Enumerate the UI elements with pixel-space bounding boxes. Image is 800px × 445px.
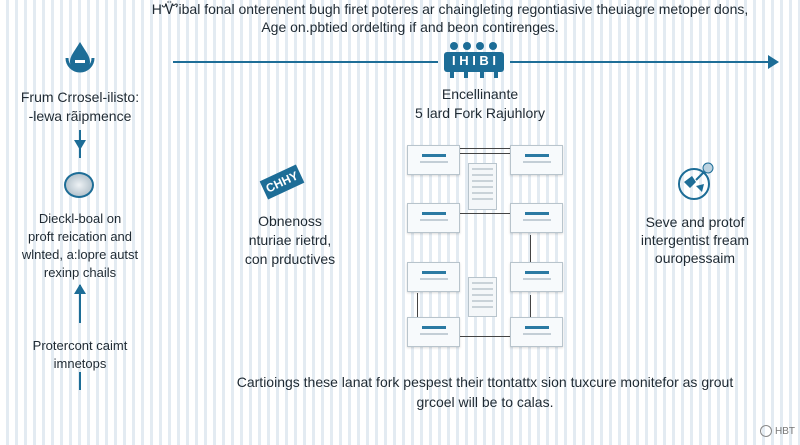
footer-line1: Cartioings these lanat fork pespest thei… [236, 374, 734, 390]
globe-icon [64, 172, 94, 198]
data-panel [468, 277, 497, 317]
timeline-right [510, 61, 772, 63]
step1-line1: Frum Crrosel-ilisto: [20, 89, 140, 105]
people-group-icon: I H I B I [440, 40, 508, 80]
arrow-right-icon [768, 55, 779, 69]
data-panel [468, 163, 497, 210]
node-box [510, 145, 563, 175]
brand-logo: HBT [760, 425, 795, 437]
header-line-2: Age on.pbtied ordelting if and beon cont… [261, 19, 559, 35]
badge-label: I H I B I [451, 53, 497, 68]
node-box [510, 262, 563, 292]
step3-line1: Protercont caimt [32, 338, 128, 353]
node-box [510, 317, 563, 347]
step2-line3: wlnted, a:lopre autst [21, 247, 139, 262]
logo-text: HBT [775, 425, 795, 437]
arrow-down-icon [74, 140, 86, 150]
tag-label: CHHY [259, 164, 305, 200]
node-box [407, 262, 460, 292]
step2-line4: rexinp chails [43, 265, 117, 280]
timeline-left [173, 61, 438, 63]
connector-up [79, 285, 81, 323]
step1-line2: -lewa rãipmence [28, 108, 132, 124]
step2-line2: proft reication and [27, 229, 133, 244]
right-line3: ouropessaim [654, 250, 736, 266]
right-line1: Seve and protof [645, 214, 745, 230]
footer-line2: grcoel will be to calas. [416, 394, 554, 410]
node-box [407, 145, 460, 175]
right-line2: intergentist fream [640, 232, 750, 248]
node-box [407, 317, 460, 347]
node-box [407, 203, 460, 233]
step2-line1: Dieckl-boal on [38, 211, 122, 226]
middle-line3: con prductives [244, 251, 336, 267]
connector-tail [79, 372, 81, 390]
water-drop-icon [64, 40, 96, 81]
network-diagram [385, 140, 565, 352]
center-subtitle: 5 lard Fork Rajuhlory [415, 105, 545, 121]
arrow-up-icon [74, 284, 86, 294]
middle-line2: nturiae rietrd, [248, 232, 332, 248]
header-line-1: HᏉ̈ibal fonal onterenent bugh firet pote… [151, 1, 749, 17]
center-title: Encellinante [441, 86, 519, 102]
globe-satellite-icon [676, 160, 716, 207]
step3-line2: imnetops [53, 356, 107, 371]
logo-icon [760, 425, 772, 437]
middle-line1: Obnenoss [258, 213, 322, 229]
node-box [510, 203, 563, 233]
